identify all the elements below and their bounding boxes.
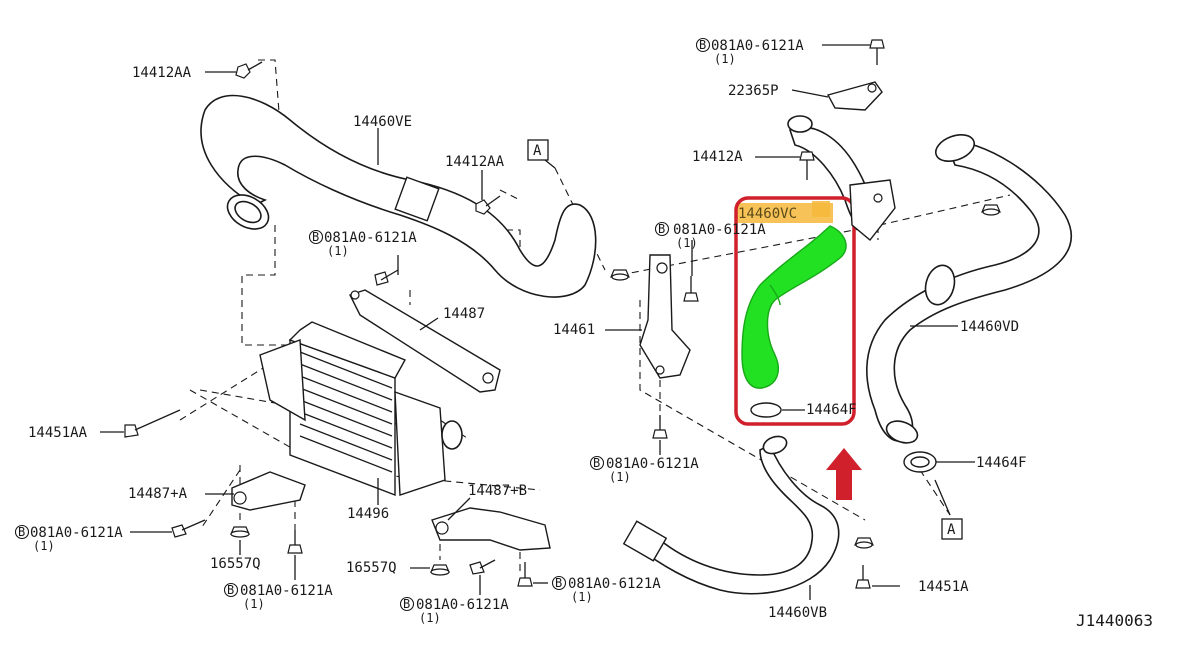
clamp-14464f [903, 451, 937, 473]
svg-text:B: B [658, 222, 665, 236]
green-hose [741, 225, 847, 389]
bracket-22365p [826, 81, 883, 111]
svg-text:B: B [555, 576, 562, 590]
bolt-symbol-midleft: B [654, 221, 670, 237]
bolt-symbol-center: B [589, 455, 605, 471]
label-081a0-bot2: 081A0-6121A [416, 597, 509, 613]
nut-mid-right [854, 537, 874, 549]
highlighted-part-14460vc [734, 196, 856, 426]
hose-14460vd [866, 134, 1072, 444]
bracket-14461 [639, 254, 691, 379]
label-081a0-botleft-qty: (1) [33, 539, 55, 553]
bolt-symbol-botleft: B [14, 524, 30, 540]
label-14461: 14461 [553, 322, 595, 338]
label-a-bottom: A [947, 522, 956, 538]
svg-text:B: B [699, 38, 706, 52]
nut-upper-center [610, 269, 630, 281]
bolt-081a0-botleft [171, 519, 206, 538]
diagram-code: J1440063 [1076, 611, 1153, 630]
label-16557q-b: 16557Q [346, 560, 397, 576]
label-14460ve: 14460VE [353, 114, 412, 130]
label-081a0-center-qty: (1) [609, 470, 631, 484]
label-highlight-bg-wide [737, 203, 833, 223]
label-14487-b: 14487+B [468, 483, 527, 499]
label-081a0-bot1: 081A0-6121A [240, 583, 333, 599]
svg-text:B: B [312, 230, 319, 244]
bolts [124, 39, 1001, 589]
label-081a0-top: 081A0-6121A [711, 38, 804, 54]
nut-16557q-b [430, 564, 450, 576]
label-16557q-a: 16557Q [210, 556, 261, 572]
bolt-14412aa-mid [475, 195, 501, 215]
bolt-081a0-bot3 [517, 562, 533, 587]
label-081a0-midleft-qty: (1) [676, 236, 698, 250]
bolt-081a0-left [374, 269, 399, 286]
label-14460vd: 14460VD [960, 319, 1019, 335]
clamp-14464f-hl [750, 402, 782, 418]
label-14460vb: 14460VB [768, 605, 827, 621]
intercooler-14496 [259, 321, 463, 497]
highlight-box [734, 196, 856, 426]
label-081a0-left-qty: (1) [327, 244, 349, 258]
bolt-symbol-bot1: B [223, 582, 239, 598]
bolt-081a0-center [652, 415, 668, 439]
label-14451a: 14451A [918, 579, 969, 595]
bolt-081a0-bot2 [469, 559, 496, 575]
label-14460vc: 14460VC [738, 206, 797, 222]
label-14412aa-top: 14412AA [132, 65, 192, 81]
bolt-symbol-bot3: B [551, 575, 567, 591]
intercooler-fins [299, 351, 393, 473]
label-22365p: 22365P [728, 83, 779, 99]
nut-upper-right [981, 204, 1001, 216]
label-081a0-center: 081A0-6121A [606, 456, 699, 472]
red-arrow [826, 448, 862, 500]
callout-a-bottom: A [941, 518, 963, 540]
bracket-14487-a [231, 471, 306, 511]
bracket-14487-b [431, 507, 551, 551]
bolt-14412aa-top [235, 61, 263, 79]
bolt-081a0-top [869, 39, 885, 65]
label-081a0-bot3: 081A0-6121A [568, 576, 661, 592]
bolt-symbol-bot2: B [399, 596, 415, 612]
label-14487: 14487 [443, 306, 485, 322]
label-a-top: A [533, 143, 542, 159]
label-081a0-bot3-qty: (1) [571, 590, 593, 604]
leader-lines [100, 44, 975, 600]
label-14451aa: 14451AA [28, 425, 88, 441]
label-14464f-hl: 14464F [806, 402, 857, 418]
bolt-14451aa [124, 409, 181, 438]
label-14412a: 14412A [692, 149, 743, 165]
label-081a0-midleft: 081A0-6121A [673, 222, 766, 238]
callout-a-top: A [527, 139, 549, 161]
bolt-081a0-bot1 [287, 530, 303, 554]
bolt-14451a [855, 565, 871, 589]
label-081a0-left: 081A0-6121A [324, 230, 417, 246]
label-14496: 14496 [347, 506, 389, 522]
svg-text:B: B [227, 583, 234, 597]
label-14487-a: 14487+A [128, 486, 188, 502]
bolt-14412a [799, 151, 815, 180]
svg-text:B: B [403, 597, 410, 611]
svg-text:B: B [593, 456, 600, 470]
bracket-hose-upper [849, 179, 896, 242]
label-14464f: 14464F [976, 455, 1027, 471]
bolt-symbol-top: B [695, 37, 711, 53]
label-081a0-bot2-qty: (1) [419, 611, 441, 625]
bolt-081a0-midleft [683, 276, 699, 302]
bolt-symbol-left: B [308, 229, 324, 245]
label-081a0-bot1-qty: (1) [243, 597, 265, 611]
label-081a0-botleft: 081A0-6121A [30, 525, 123, 541]
labels: 14412AA 14460VE 14412AA A B 081A0-6121A … [14, 37, 1153, 630]
bracket-14487 [349, 289, 501, 393]
nut-16557q-a [230, 526, 250, 538]
svg-text:B: B [18, 525, 25, 539]
label-14412aa-mid: 14412AA [445, 154, 505, 170]
hose-14460ve [200, 94, 597, 298]
label-081a0-top-qty: (1) [714, 52, 736, 66]
